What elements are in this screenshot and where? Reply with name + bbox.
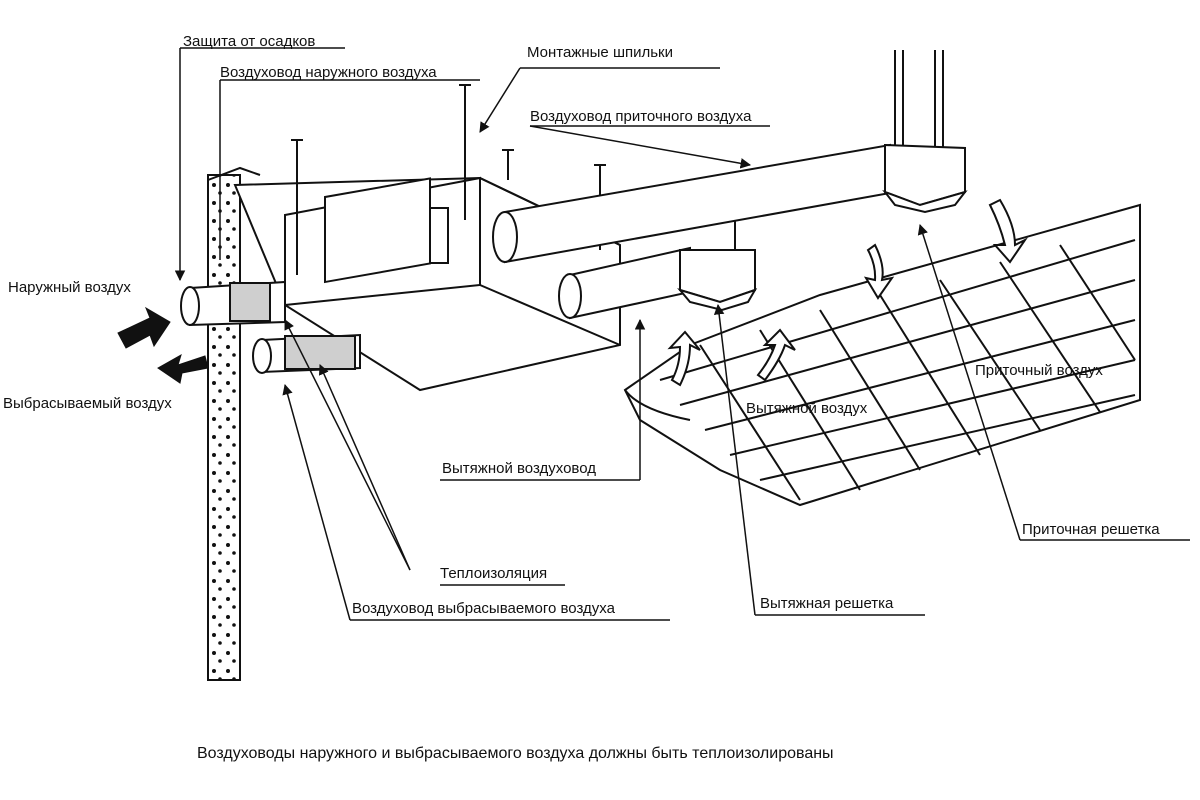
airflow-arrows [117,306,209,384]
leader-lines [174,47,1190,621]
flow-arrows [667,198,1028,387]
wall [207,166,261,681]
supply-diffusers [677,143,968,312]
wall-ducts [180,280,361,374]
ceiling-grid [623,203,1141,507]
supply-air-duct [492,143,891,320]
